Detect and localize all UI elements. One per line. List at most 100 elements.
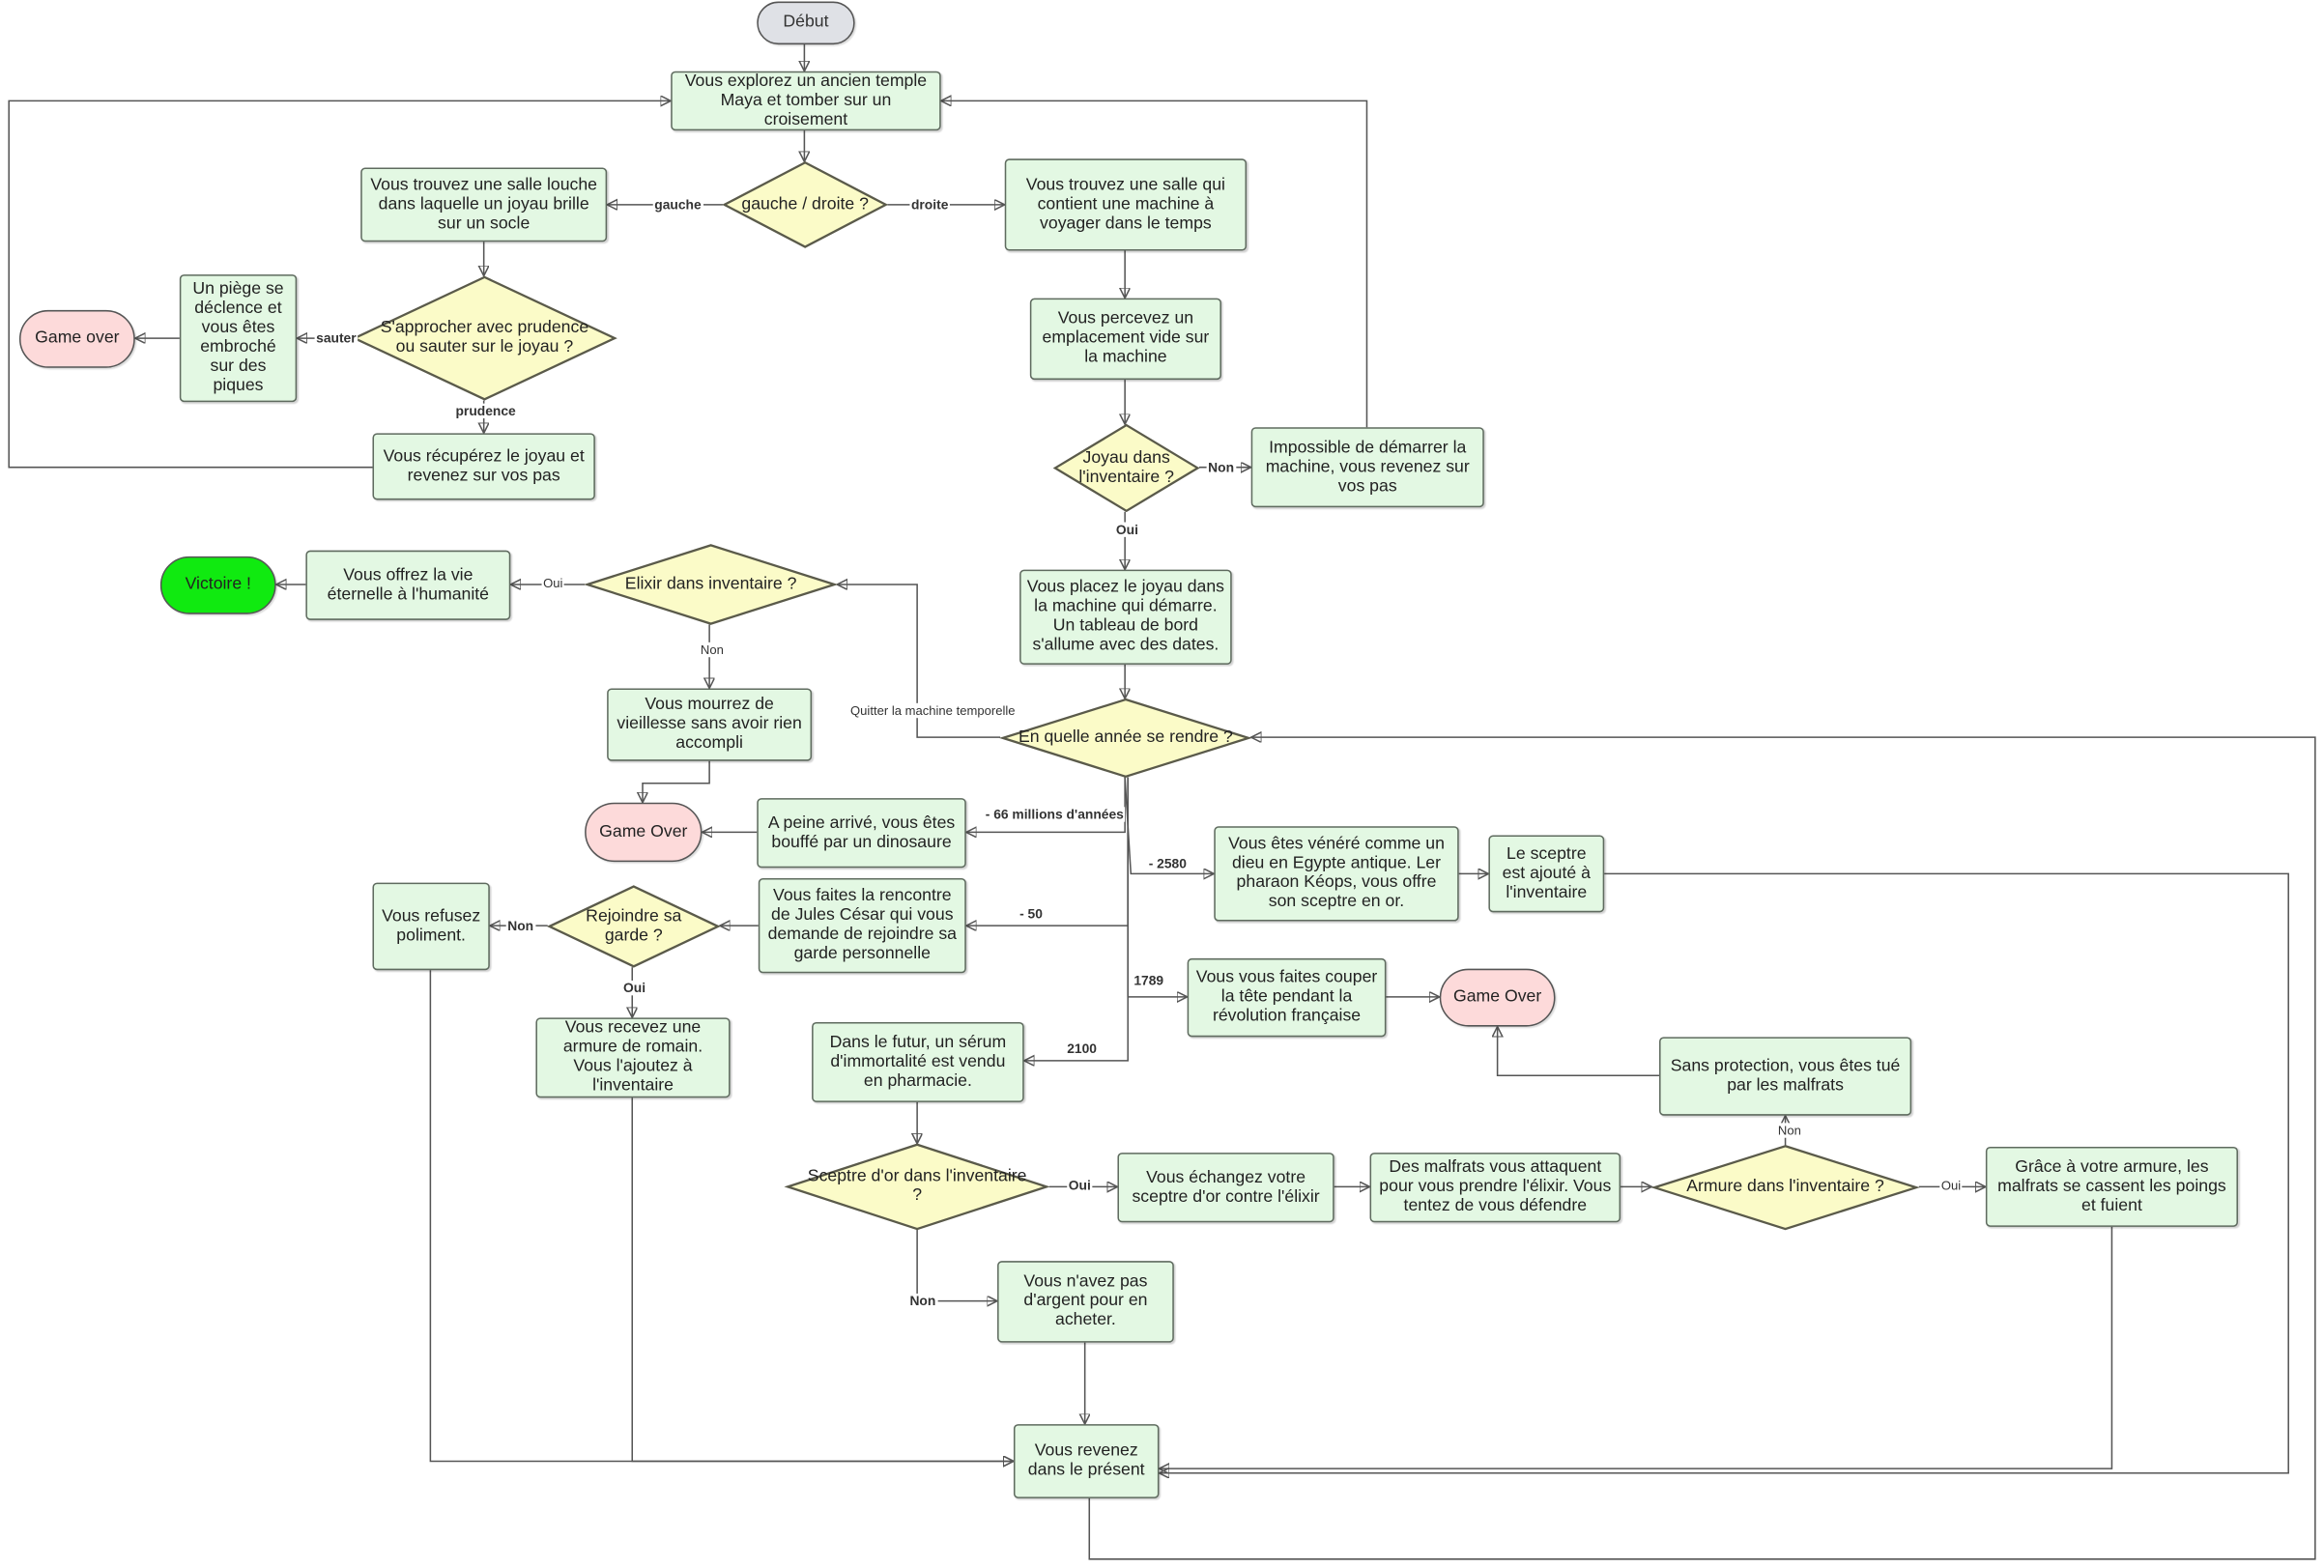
- scepter-check-decision: Sceptre d'or dans l'inventaire ?: [785, 1144, 1048, 1230]
- victory-node: Victoire !: [159, 556, 276, 614]
- scepter-added-node: Le sceptre est ajouté à l'inventaire: [1488, 835, 1605, 913]
- jewel-check-diamond-shape: [1053, 424, 1199, 512]
- no-money-node: Vous n'avez pas d'argent pour en acheter…: [997, 1261, 1174, 1343]
- return-present-node: Vous revenez dans le présent: [1013, 1424, 1160, 1498]
- machine-room-label: Vous trouvez une salle qui contient une …: [1025, 175, 1225, 233]
- direction-label: gauche / droite ?: [741, 194, 869, 214]
- offer-life-node: Vous offrez la vie éternelle à l'humanit…: [305, 550, 511, 620]
- edge-scepter-return: [1159, 872, 2289, 1472]
- year-decision: En quelle année se rendre ?: [1000, 698, 1251, 777]
- edge-label-minus2580: - 2580: [1147, 855, 1189, 871]
- armor-check-diamond-shape: [1651, 1145, 1918, 1230]
- edge-year-caesar: [966, 777, 1129, 927]
- edge-label-minus50: - 50: [1018, 906, 1045, 922]
- gameover-trap-node: Game over: [18, 309, 135, 368]
- gameover-revolution-label: Game Over: [1452, 987, 1542, 1007]
- year-diamond-shape: [1000, 698, 1251, 777]
- armor-received-node: Vous recevez une armure de romain. Vous …: [535, 1017, 731, 1098]
- edge-return-year: [1088, 737, 2316, 1560]
- armor-received-label: Vous recevez une armure de romain. Vous …: [562, 1018, 703, 1096]
- recover-jewel-node: Vous récupérez le joyau et revenez sur v…: [372, 433, 595, 500]
- thugs-attack-label: Des malfrats vous attaquent pour vous pr…: [1379, 1158, 1612, 1215]
- edge-label-oui-armor: Oui: [1939, 1178, 1963, 1193]
- edge-label-oui-scepter: Oui: [1067, 1178, 1093, 1193]
- elixir-check-diamond-shape: [585, 545, 837, 625]
- no-protection-label: Sans protection, vous êtes tué par les m…: [1670, 1057, 1901, 1095]
- recover-jewel-label: Vous récupérez le joyau et revenez sur v…: [383, 446, 585, 485]
- refuse-label: Vous refusez poliment.: [382, 906, 481, 945]
- guard-label: Rejoindre sa garde ?: [586, 906, 682, 945]
- edge-year-egypt: [1124, 777, 1214, 874]
- edge-year-dinosaur: [966, 777, 1126, 833]
- edge-year-future: [1024, 777, 1129, 1061]
- edge-noprotection-gameover: [1498, 1027, 1660, 1077]
- approach-decision: S'approcher avec prudence ou sauter sur …: [352, 276, 617, 401]
- trap-label: Un piège se déclence et vous êtes embroc…: [192, 280, 284, 395]
- approach-label: S'approcher avec prudence ou sauter sur …: [380, 319, 589, 356]
- egypt-node: Vous êtes vénéré comme un dieu en Egypte…: [1214, 826, 1459, 922]
- edge-label-sauter: sauter: [314, 330, 359, 346]
- refuse-node: Vous refusez poliment.: [372, 882, 490, 971]
- edge-label-non-armor: Non: [1776, 1123, 1803, 1138]
- place-jewel-node: Vous placez le joyau dans la machine qui…: [1019, 569, 1232, 665]
- trap-node: Un piège se déclence et vous êtes embroc…: [179, 274, 298, 403]
- thugs-flee-label: Grâce à votre armure, les malfrats se ca…: [1997, 1157, 2226, 1214]
- explore-label: Vous explorez un ancien temple Maya et t…: [684, 71, 928, 128]
- scepter-check-diamond-shape: [785, 1144, 1048, 1230]
- guard-decision: Rejoindre sa garde ?: [548, 886, 720, 967]
- edge-label-non-guard: Non: [505, 918, 535, 933]
- gameover-center-label: Game Over: [599, 822, 688, 841]
- victory-label: Victoire !: [185, 575, 251, 594]
- edge-label-quit-machine: Quitter la machine temporelle: [848, 702, 1018, 719]
- jewel-room-label: Vous trouvez une salle louche dans laque…: [370, 175, 597, 233]
- edge-label-oui-jewel: Oui: [1114, 522, 1140, 537]
- old-age-label: Vous mourrez de vieillesse sans avoir ri…: [617, 696, 802, 753]
- elixir-check-decision: Elixir dans inventaire ?: [585, 545, 837, 625]
- edge-year-revolution: [1127, 777, 1187, 997]
- direction-decision: gauche / droite ?: [723, 161, 887, 247]
- edge-label-oui-elixir: Oui: [541, 575, 564, 591]
- elixir-check-label: Elixir dans inventaire ?: [624, 575, 797, 593]
- gameover-center-node: Game Over: [585, 802, 703, 863]
- edge-sceptercheck-nomoney: [916, 1229, 997, 1301]
- edge-year-elixircheck: [837, 584, 1001, 738]
- future-node: Dans le futur, un sérum d'immortalité es…: [812, 1021, 1024, 1102]
- start-label: Début: [783, 13, 829, 32]
- edge-oldage-gameover: [643, 760, 710, 803]
- edge-label-non-jewel: Non: [1206, 460, 1236, 475]
- no-money-label: Vous n'avez pas d'argent pour en acheter…: [1023, 1272, 1148, 1329]
- thugs-flee-node: Grâce à votre armure, les malfrats se ca…: [1985, 1146, 2238, 1227]
- egypt-label: Vous êtes vénéré comme un dieu en Egypte…: [1228, 835, 1445, 911]
- place-jewel-label: Vous placez le joyau dans la machine qui…: [1026, 578, 1225, 655]
- exchange-label: Vous échangez votre sceptre d'or contre …: [1132, 1168, 1320, 1206]
- no-protection-node: Sans protection, vous êtes tué par les m…: [1659, 1037, 1912, 1116]
- caesar-node: Vous faites la rencontre de Jules César …: [758, 878, 966, 974]
- machine-room-node: Vous trouvez une salle qui contient une …: [1004, 158, 1248, 251]
- direction-diamond-shape: [723, 161, 887, 247]
- edge-label-non-elixir: Non: [699, 641, 726, 658]
- edge-armor-return: [631, 1098, 1014, 1461]
- explore-node: Vous explorez un ancien temple Maya et t…: [671, 71, 941, 131]
- jewel-check-label: Joyau dans l'inventaire ?: [1078, 448, 1174, 486]
- armor-check-decision: Armure dans l'inventaire ?: [1651, 1145, 1918, 1230]
- cannot-start-node: Impossible de démarrer la machine, vous …: [1250, 427, 1484, 508]
- year-label: En quelle année se rendre ?: [1018, 727, 1233, 747]
- armor-check-label: Armure dans l'inventaire ?: [1686, 1178, 1884, 1196]
- dinosaur-node: A peine arrivé, vous êtes bouffé par un …: [757, 798, 966, 869]
- scepter-check-label: Sceptre d'or dans l'inventaire ?: [807, 1167, 1027, 1205]
- edge-label-oui-guard: Oui: [621, 980, 647, 996]
- edge-label-droite: droite: [909, 197, 950, 213]
- edge-cannot-explore: [941, 100, 1368, 428]
- edge-label-2100: 2100: [1065, 1041, 1099, 1057]
- revolution-node: Vous vous faites couper la tête pendant …: [1187, 957, 1387, 1038]
- old-age-node: Vous mourrez de vieillesse sans avoir ri…: [607, 688, 813, 761]
- edge-label-gauche: gauche: [652, 197, 703, 213]
- exchange-node: Vous échangez votre sceptre d'or contre …: [1117, 1153, 1334, 1223]
- jewel-check-decision: Joyau dans l'inventaire ?: [1053, 424, 1199, 512]
- gameover-revolution-node: Game Over: [1439, 968, 1556, 1027]
- gameover-trap-label: Game over: [35, 328, 120, 348]
- offer-life-label: Vous offrez la vie éternelle à l'humanit…: [327, 565, 490, 604]
